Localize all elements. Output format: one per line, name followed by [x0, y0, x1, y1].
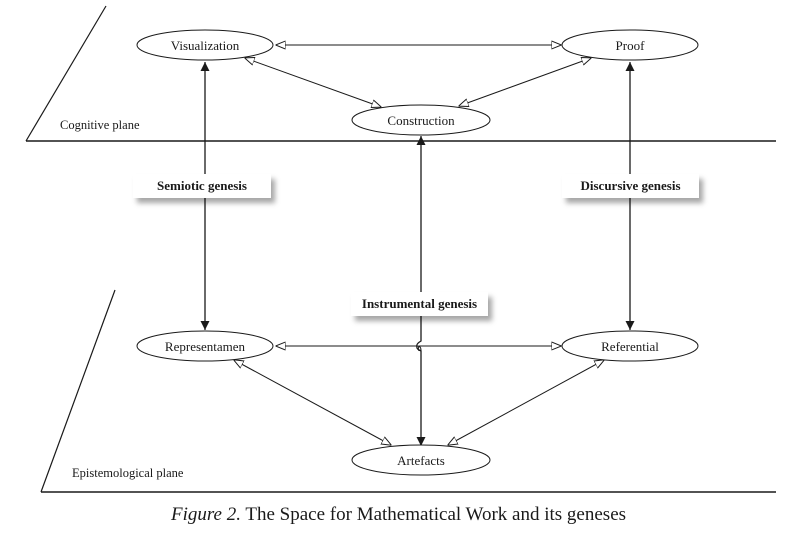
node-referential: Referential	[561, 330, 699, 362]
node-construction: Construction	[351, 104, 491, 136]
node-visualization-label: Visualization	[171, 38, 240, 53]
epistemological-plane-label: Epistemological plane	[72, 466, 184, 480]
cognitive-plane: Cognitive plane	[25, 5, 776, 142]
node-proof-label: Proof	[616, 38, 646, 53]
node-proof: Proof	[561, 29, 699, 61]
edge-artefacts-referential	[448, 360, 604, 445]
figure-number: Figure 2.	[170, 504, 241, 525]
node-artefacts-label: Artefacts	[397, 453, 445, 468]
node-referential-label: Referential	[601, 339, 659, 354]
node-visualization: Visualization	[136, 29, 274, 61]
discursive-genesis-label: Discursive genesis	[562, 174, 699, 198]
edge-construction-proof	[459, 58, 591, 106]
epistemological-plane-slant	[40, 289, 116, 493]
instrumental-genesis-label: Instrumental genesis	[351, 292, 488, 316]
semiotic-genesis-label: Semiotic genesis	[133, 174, 271, 198]
node-representamen: Representamen	[136, 330, 274, 362]
figure-title: The Space for Mathematical Work and its …	[240, 504, 627, 525]
instrumental-genesis-axis	[416, 136, 426, 446]
edge-visualization-construction	[245, 58, 381, 107]
cognitive-plane-slant	[25, 5, 107, 142]
epistemological-plane: Epistemological plane	[40, 289, 776, 493]
node-representamen-label: Representamen	[165, 339, 246, 354]
node-construction-label: Construction	[387, 113, 455, 128]
edge-representamen-artefacts	[234, 360, 391, 445]
cognitive-plane-label: Cognitive plane	[60, 118, 140, 132]
node-artefacts: Artefacts	[351, 444, 491, 476]
figure-caption: Figure 2. The Space for Mathematical Wor…	[0, 504, 797, 526]
